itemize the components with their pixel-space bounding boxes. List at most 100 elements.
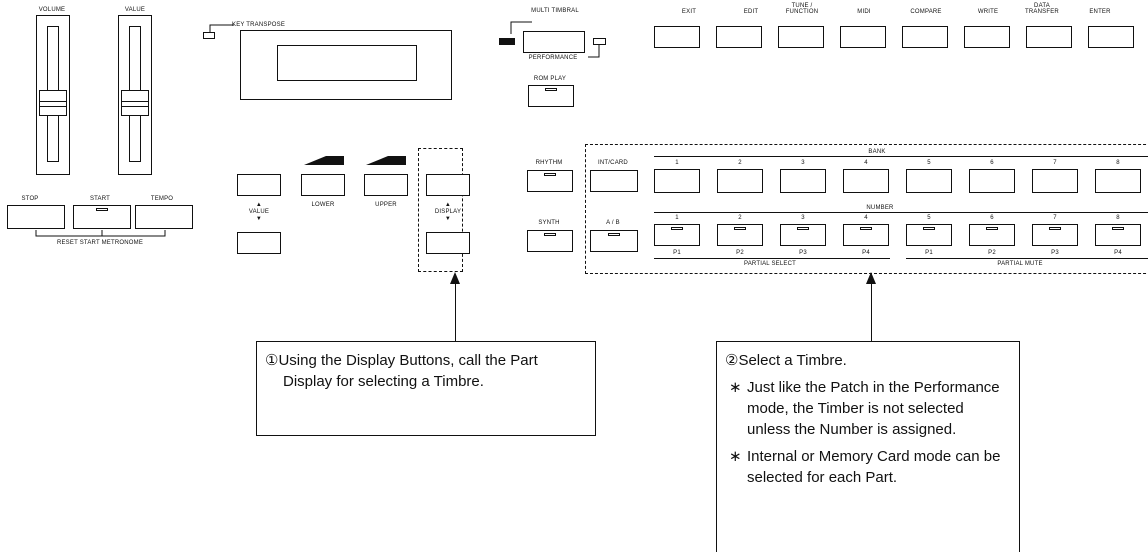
value-up-arrow-icon: ▲	[255, 202, 263, 208]
int-card-button[interactable]	[590, 170, 638, 192]
number-button-4[interactable]	[843, 224, 889, 246]
value-slider-knob[interactable]	[121, 90, 149, 116]
volume-slider-knob[interactable]	[39, 90, 67, 116]
callout2-marker: ②	[725, 352, 739, 369]
display-down-arrow-icon: ▼	[444, 216, 452, 222]
number-label: 7	[1053, 215, 1057, 221]
upper-label: UPPER	[375, 202, 397, 208]
write-label: WRITE	[977, 9, 999, 15]
number-led	[797, 227, 809, 230]
number-led	[1049, 227, 1061, 230]
bank-number-label: 6	[990, 160, 994, 166]
volume-slider-label: VOLUME	[38, 7, 66, 13]
number-button-1[interactable]	[654, 224, 700, 246]
value-down-button[interactable]	[237, 232, 281, 254]
ab-button[interactable]	[590, 230, 638, 252]
start-button[interactable]	[73, 205, 131, 229]
number-led	[986, 227, 998, 230]
value-slider-label: VALUE	[124, 7, 146, 13]
partial-mute-label: PARTIAL MUTE	[997, 261, 1043, 267]
number-button-3[interactable]	[780, 224, 826, 246]
rom-play-label: ROM PLAY	[533, 76, 567, 82]
enter-button[interactable]	[1088, 26, 1134, 48]
rhythm-label: RHYTHM	[535, 160, 563, 166]
multi-timbral-leader	[510, 21, 532, 34]
reset-metronome-caption: RESET START METRONOME	[56, 240, 144, 246]
value-down-arrow-icon: ▼	[255, 216, 263, 222]
number-led	[1112, 227, 1124, 230]
tempo-label: TEMPO	[150, 196, 174, 202]
bank-buttons-row: 1 2 3 4 5 6 7 8	[654, 160, 1148, 196]
number-label: 8	[1116, 215, 1120, 221]
bullet-asterisk-icon: ∗	[729, 379, 742, 396]
number-led	[860, 227, 872, 230]
partial-mute-rule	[906, 258, 1148, 259]
bank-number-label: 1	[675, 160, 679, 166]
synth-button[interactable]	[527, 230, 573, 252]
volume-slider[interactable]	[36, 15, 70, 175]
upper-slope-icon	[366, 156, 406, 165]
data-transfer-button[interactable]	[1026, 26, 1072, 48]
number-rule	[654, 212, 1148, 213]
number-led	[923, 227, 935, 230]
bank-number-label: 2	[738, 160, 742, 166]
number-buttons-row: 1 P1 2 P2 3 P3 4 P4 5 P1 6 P2 7 P3 8 P4	[654, 215, 1148, 265]
stop-button[interactable]	[7, 205, 65, 229]
synth-label: SYNTH	[538, 220, 560, 226]
key-transpose-led[interactable]	[203, 32, 215, 39]
bank-button-5[interactable]	[906, 169, 952, 193]
multi-timbral-led	[499, 38, 515, 45]
callout1-leader-line	[455, 283, 456, 341]
bank-button-4[interactable]	[843, 169, 889, 193]
value-slider[interactable]	[118, 15, 152, 175]
partial-label: P3	[799, 250, 807, 256]
number-button-8[interactable]	[1095, 224, 1141, 246]
callout1-marker: ①	[265, 352, 279, 369]
edit-button[interactable]	[716, 26, 762, 48]
tempo-button[interactable]	[135, 205, 193, 229]
display-down-button[interactable]	[426, 232, 470, 254]
write-button[interactable]	[964, 26, 1010, 48]
rom-play-button[interactable]	[528, 85, 574, 107]
exit-button[interactable]	[654, 26, 700, 48]
edit-label: EDIT	[743, 9, 759, 15]
partial-label: P2	[988, 250, 996, 256]
number-label: 3	[801, 215, 805, 221]
upper-button[interactable]	[364, 174, 408, 196]
number-button-5[interactable]	[906, 224, 952, 246]
key-transpose-leader	[209, 24, 234, 32]
compare-button[interactable]	[902, 26, 948, 48]
display-up-button[interactable]	[426, 174, 470, 196]
multi-timbral-button[interactable]	[523, 31, 585, 53]
callout-display-buttons: ①Using the Display Buttons, call the Par…	[256, 341, 596, 436]
midi-button[interactable]	[840, 26, 886, 48]
number-button-2[interactable]	[717, 224, 763, 246]
performance-label: PERFORMANCE	[528, 55, 578, 61]
partial-label: P3	[1051, 250, 1059, 256]
bank-button-1[interactable]	[654, 169, 700, 193]
number-header: NUMBER	[860, 205, 900, 211]
callout2-arrowhead-icon	[866, 272, 876, 284]
bank-button-2[interactable]	[717, 169, 763, 193]
lcd-display-frame	[240, 30, 452, 100]
bank-button-8[interactable]	[1095, 169, 1141, 193]
bank-number-label: 8	[1116, 160, 1120, 166]
tune-function-button[interactable]	[778, 26, 824, 48]
bank-button-7[interactable]	[1032, 169, 1078, 193]
partial-label: P4	[1114, 250, 1122, 256]
lower-button[interactable]	[301, 174, 345, 196]
callout-select-timbre: ②Select a Timbre. ∗ Just like the Patch …	[716, 341, 1020, 552]
number-button-6[interactable]	[969, 224, 1015, 246]
bank-number-label: 4	[864, 160, 868, 166]
bank-button-3[interactable]	[780, 169, 826, 193]
reset-metronome-bracket	[35, 230, 166, 237]
performance-leader	[588, 45, 600, 58]
rhythm-button[interactable]	[527, 170, 573, 192]
bullet-asterisk-icon: ∗	[729, 448, 742, 465]
number-label: 4	[864, 215, 868, 221]
bank-button-6[interactable]	[969, 169, 1015, 193]
callout2-bullet1: Just like the Patch in the Performance m…	[747, 379, 1000, 438]
value-up-button[interactable]	[237, 174, 281, 196]
top-function-buttons: EXIT EDIT TUNE / FUNCTION MIDI COMPARE W…	[648, 0, 1148, 60]
number-button-7[interactable]	[1032, 224, 1078, 246]
